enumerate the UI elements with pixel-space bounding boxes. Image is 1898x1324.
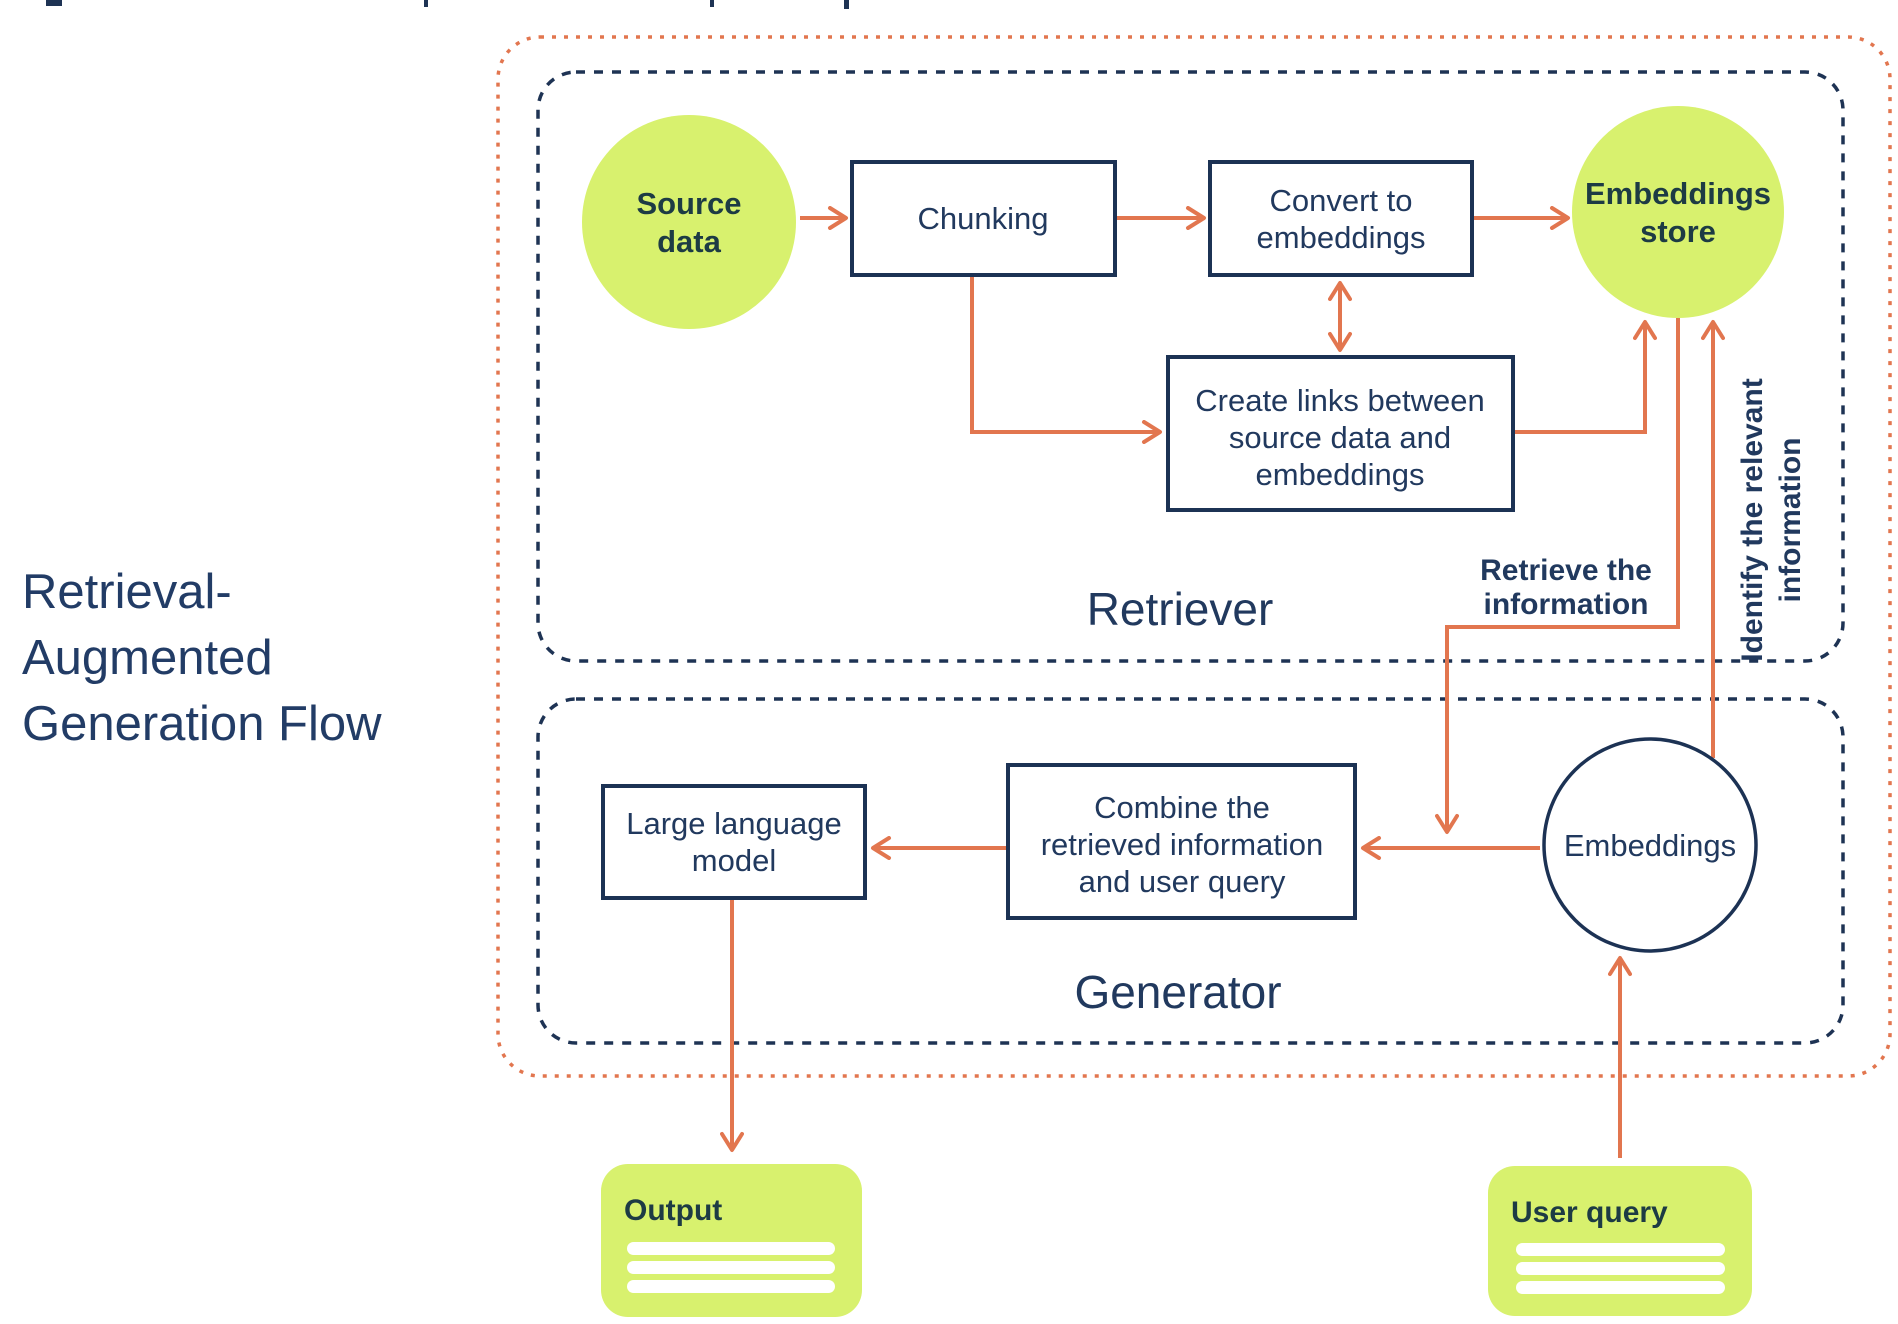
user-query-label: User query [1511, 1196, 1668, 1229]
generator-section: Generator [536, 697, 1845, 1045]
llm-box [601, 784, 867, 900]
node-embeddings: Embeddings [1542, 737, 1758, 953]
user-query-text-bar [1516, 1243, 1725, 1256]
node-llm: Large language model [601, 784, 867, 900]
embeddings-circle [1542, 737, 1758, 953]
page-title: Retrieval- Augmented Generation Flow [22, 565, 382, 751]
node-output: Output [601, 1164, 862, 1317]
convert-line-2: embeddings [1257, 220, 1426, 255]
retriever-section: Retriever [536, 70, 1845, 663]
llm-line-2: model [692, 843, 776, 878]
create-links-line-3: embeddings [1256, 457, 1425, 492]
embeddings-store-line-1: Embeddings [1585, 176, 1771, 211]
embeddings-store-line-2: store [1640, 214, 1716, 249]
title-line-1: Retrieval- [22, 565, 232, 619]
llm-line-1: Large language [626, 806, 841, 841]
chunking-label: Chunking [918, 201, 1049, 236]
annotation-identify-information: Identify the relevant information [1736, 378, 1807, 661]
cropped-caption-remnant [46, 0, 849, 9]
user-query-card [1488, 1166, 1752, 1316]
arrow-chunking-to-create-links [970, 275, 1162, 444]
retriever-dashed-frame [536, 70, 1845, 663]
arrow-create-links-to-store [1513, 320, 1657, 434]
generator-label: Generator [1074, 966, 1281, 1018]
node-source-data: Source data [582, 115, 796, 329]
annotation-retrieve-information: Retrieve the information [1480, 554, 1652, 621]
output-text-bar [627, 1261, 835, 1274]
retriever-label: Retriever [1087, 583, 1274, 635]
combine-line-1: Combine the [1094, 790, 1270, 825]
retrieve-line-1: Retrieve the [1480, 554, 1652, 587]
node-embeddings-store: Embeddings store [1572, 106, 1784, 318]
embeddings-store-circle [1572, 106, 1784, 318]
combine-box [1006, 763, 1357, 920]
user-query-text-bar [1516, 1262, 1725, 1275]
chunking-box [850, 160, 1117, 277]
user-query-text-bar [1516, 1281, 1725, 1294]
identify-line-2: information [1774, 438, 1807, 603]
identify-line-1: Identify the relevant [1736, 378, 1769, 661]
combine-line-3: and user query [1079, 864, 1286, 899]
source-data-line-1: Source [636, 186, 741, 221]
source-data-circle [582, 115, 796, 329]
source-data-line-2: data [657, 224, 722, 259]
combine-line-2: retrieved information [1041, 827, 1324, 862]
connectors [720, 206, 1725, 1158]
node-convert-to-embeddings: Convert to embeddings [1208, 160, 1474, 277]
output-text-bar [627, 1280, 835, 1293]
output-text-bar [627, 1242, 835, 1255]
title-line-3: Generation Flow [22, 697, 382, 751]
retrieve-line-2: information [1484, 588, 1649, 621]
embeddings-label: Embeddings [1564, 828, 1736, 863]
output-label: Output [624, 1194, 722, 1227]
node-create-links: Create links between source data and emb… [1166, 355, 1515, 512]
convert-box [1208, 160, 1474, 277]
generator-dashed-frame [536, 697, 1845, 1045]
node-chunking: Chunking [850, 160, 1117, 277]
title-line-2: Augmented [22, 631, 273, 685]
create-links-line-1: Create links between [1195, 383, 1485, 418]
node-user-query: User query [1488, 1166, 1752, 1316]
create-links-box [1166, 355, 1515, 512]
create-links-line-2: source data and [1229, 420, 1451, 455]
arrow-retrieve-information [1435, 318, 1680, 834]
outer-dashed-frame [496, 35, 1892, 1078]
convert-line-1: Convert to [1269, 183, 1412, 218]
output-card [601, 1164, 862, 1317]
node-combine: Combine the retrieved information and us… [1006, 763, 1357, 920]
